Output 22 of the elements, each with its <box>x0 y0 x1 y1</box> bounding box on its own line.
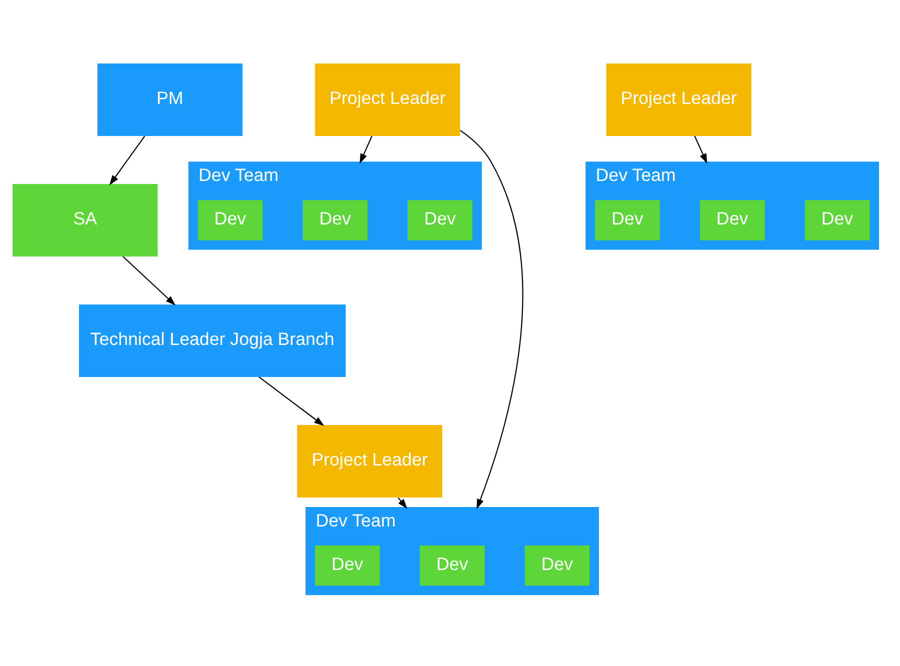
node-box: Dev <box>314 545 380 586</box>
node-box: Project Leader <box>606 62 752 136</box>
arrow <box>109 135 146 185</box>
node-box: SA <box>12 183 158 256</box>
node-box: Project Leader <box>314 62 460 136</box>
node-box: Dev <box>420 545 485 586</box>
arrow <box>460 130 524 509</box>
node-box: Dev <box>700 200 765 240</box>
node-box: Project Leader <box>297 424 442 498</box>
node-box: Dev <box>408 200 472 240</box>
node-box: Dev <box>524 545 590 586</box>
node-box: Dev <box>302 200 368 240</box>
node-box: Technical Leader Jogja Branch <box>78 304 346 377</box>
node-box: Dev <box>804 200 870 240</box>
arrow <box>694 135 708 164</box>
node-box: PM <box>97 62 242 136</box>
node-box: Dev <box>595 200 660 240</box>
node-box: Dev <box>198 200 263 240</box>
arrow <box>398 496 408 508</box>
arrow <box>122 256 176 306</box>
arrow <box>360 135 372 164</box>
arrow <box>258 376 324 426</box>
